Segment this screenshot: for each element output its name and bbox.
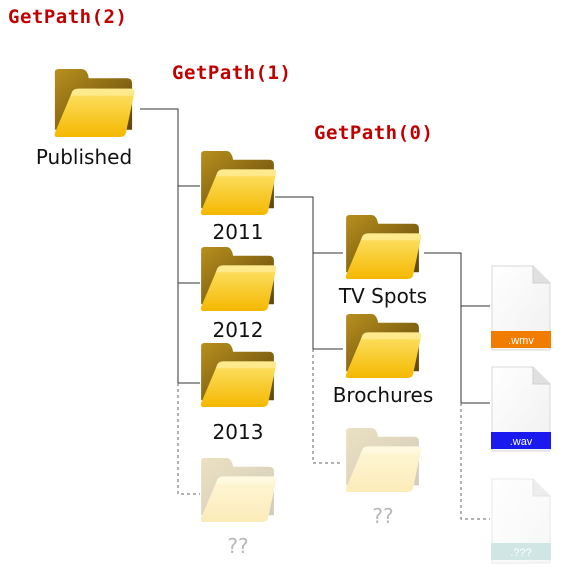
folder-label-unknown-year: ?? bbox=[227, 534, 249, 558]
file-ext-unknown: .??? bbox=[510, 547, 531, 559]
folder-icon bbox=[345, 313, 422, 379]
folder-icon bbox=[345, 214, 422, 280]
file-icon: .wmv bbox=[491, 265, 551, 351]
folder-label-published: Published bbox=[35, 145, 133, 169]
getpath-1-label: GetPath(1) bbox=[172, 62, 292, 84]
file-icon: .??? bbox=[491, 478, 551, 564]
getpath-2-label: GetPath(2) bbox=[8, 6, 128, 28]
folder-icon bbox=[200, 342, 277, 408]
folder-icon bbox=[345, 427, 422, 493]
file-ext-wav: .wav bbox=[510, 436, 533, 448]
folder-icon bbox=[200, 150, 277, 216]
folder-label-brochures: Brochures bbox=[332, 383, 434, 407]
folder-icon bbox=[200, 457, 277, 523]
folder-icon bbox=[200, 246, 277, 312]
folder-label-tv-spots: TV Spots bbox=[338, 284, 428, 308]
folder-label-2013: 2013 bbox=[212, 420, 264, 444]
folder-label-2012: 2012 bbox=[212, 318, 264, 342]
file-ext-wmv: .wmv bbox=[508, 335, 534, 347]
folder-label-2011: 2011 bbox=[212, 220, 264, 244]
folder-label-unknown-sub: ?? bbox=[372, 504, 394, 528]
getpath-0-label: GetPath(0) bbox=[314, 122, 434, 144]
connector-lines bbox=[140, 108, 490, 520]
file-icon: .wav bbox=[491, 366, 551, 452]
folder-icon bbox=[54, 69, 135, 137]
